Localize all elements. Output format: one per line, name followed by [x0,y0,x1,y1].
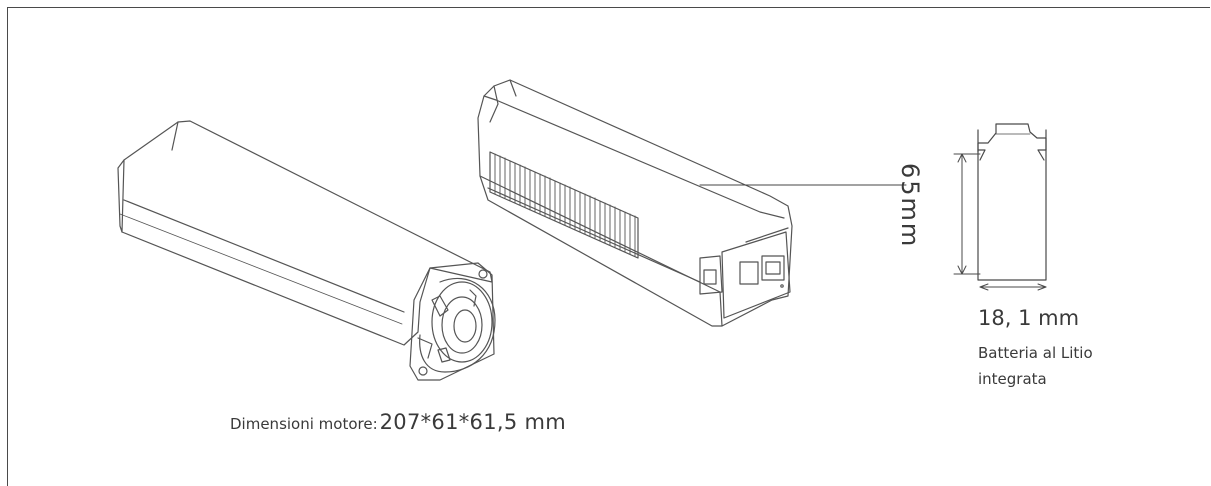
battery-description: Batteria al Litio integrata [978,340,1178,392]
motor-right-illustration [477,79,793,327]
battery-description-line1: Batteria al Litio [978,344,1093,362]
figure-frame [7,7,1210,486]
motor-dimensions-caption: Dimensioni motore: 207*61*61,5 mm [230,410,566,434]
motor-dimensions-label: Dimensioni motore: [230,415,378,433]
battery-height-label: 65mm [896,163,924,249]
width-dimension [979,283,1047,291]
motor-dimensions-value: 207*61*61,5 mm [379,410,566,434]
height-dimension [953,153,981,275]
battery-illustration [977,123,1047,281]
battery-description-line2: integrata [978,370,1047,388]
motor-left-illustration [117,120,496,381]
battery-width-label: 18, 1 mm [978,306,1080,330]
